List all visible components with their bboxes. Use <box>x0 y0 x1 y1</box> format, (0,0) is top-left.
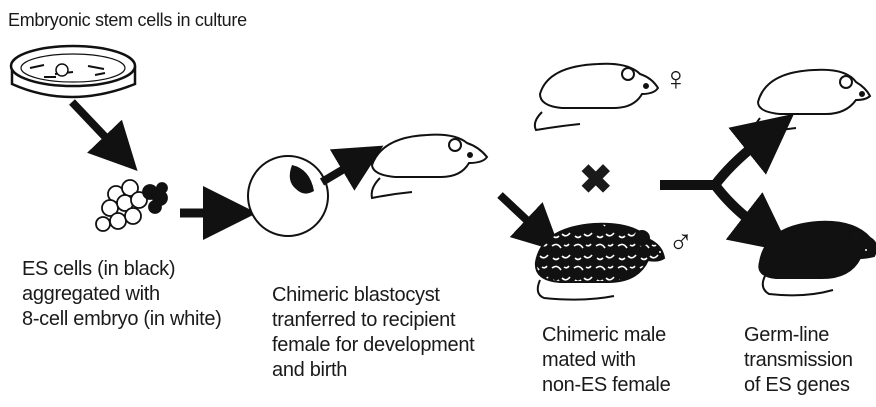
es-cells-caption: ES cells (in black) aggregated with 8-ce… <box>22 257 222 332</box>
male-symbol-icon: ♂ <box>668 224 694 258</box>
cell-aggregate-icon <box>96 180 167 231</box>
blastocyst-caption: Chimeric blastocyst tranferred to recipi… <box>272 283 474 383</box>
split-arrow <box>660 145 755 222</box>
blastocyst-icon <box>248 156 328 236</box>
petri-dish-icon <box>11 46 135 97</box>
germline-caption: Germ-line transmission of ES genes <box>744 323 853 398</box>
arrow-female-to-chimera <box>500 195 532 225</box>
offspring-black-mouse-icon <box>759 222 876 296</box>
chimeric-male-mouse-icon <box>536 224 664 300</box>
diagram-title: Embryonic stem cells in culture <box>8 8 247 33</box>
offspring-white-mouse-icon <box>755 70 870 134</box>
recipient-mouse-icon <box>372 135 487 198</box>
arrow-dish-to-cells <box>72 102 110 142</box>
chimeric-male-caption: Chimeric male mated with non-ES female <box>542 323 670 398</box>
female-symbol-icon: ♀ <box>663 62 689 96</box>
arrow-blastocyst-to-female <box>322 166 349 182</box>
cross-mating-icon: ✖ <box>579 160 613 200</box>
non-es-female-mouse-icon <box>535 64 658 130</box>
